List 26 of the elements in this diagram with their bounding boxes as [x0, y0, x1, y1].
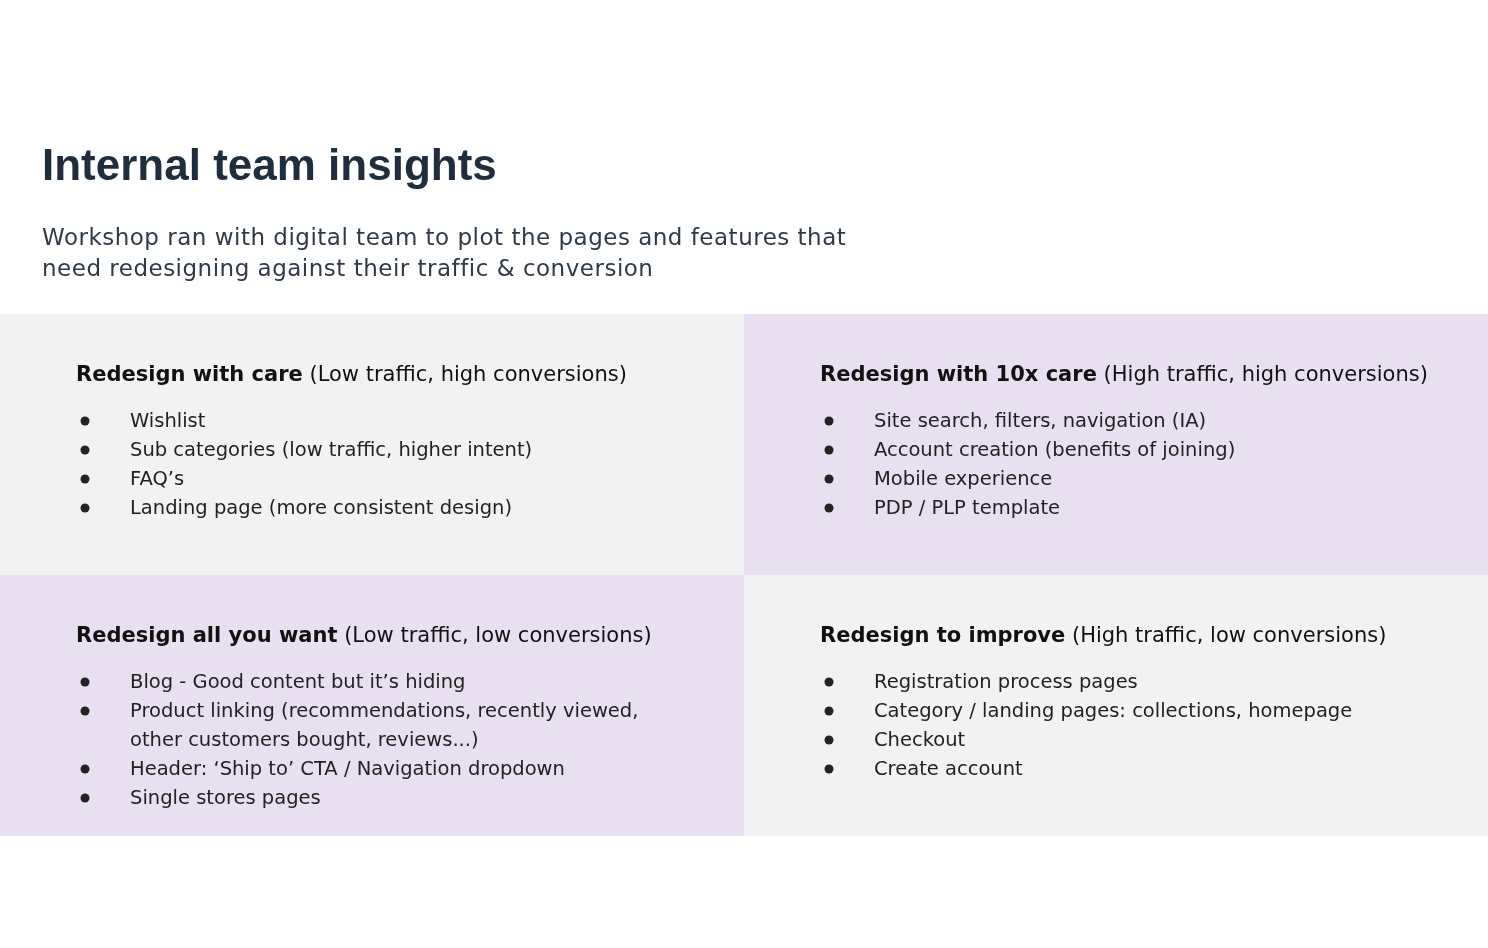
bullet-item: Site search, filters, navigation (IA) — [820, 406, 1207, 435]
bullet-item: Blog - Good content but it’s hiding — [76, 667, 466, 696]
quadrant-panel — [0, 314, 744, 575]
bullet-item: Category / landing pages: collections, homepage — [820, 696, 1353, 725]
quadrant-heading: Redesign to improve (High traffic, low conversions) — [820, 623, 1387, 647]
bullet-item: Landing page (more consistent design) — [76, 493, 512, 522]
quadrant-panel — [744, 575, 1488, 836]
bullet-item: Mobile experience — [820, 464, 1053, 493]
quadrant-panel — [0, 575, 744, 836]
bullet-item: Sub categories (low traffic, higher intent) — [76, 435, 533, 464]
quadrant-heading: Redesign with care (Low traffic, high conversions) — [76, 362, 627, 386]
subtitle: Workshop ran with digital team to plot the pages and features that need redesigning against their traffic & conversion — [42, 223, 848, 283]
bullet-item: PDP / PLP template — [820, 493, 1061, 522]
bullet-item: Header: ‘Ship to’ CTA / Navigation dropdown — [76, 754, 565, 783]
bullet-item: Wishlist — [76, 406, 206, 435]
bullet-item: Account creation (benefits of joining) — [820, 435, 1236, 464]
bullet-item: Single stores pages — [76, 783, 321, 812]
bullet-item: FAQ’s — [76, 464, 185, 493]
bullet-item: Checkout — [820, 725, 966, 754]
title: Internal team insights — [42, 140, 497, 190]
bullet-item: Create account — [820, 754, 1023, 783]
quadrant-heading: Redesign with 10x care (High traffic, high conversions) — [820, 362, 1428, 386]
quadrant-heading: Redesign all you want (Low traffic, low conversions) — [76, 623, 652, 647]
quadrant-panel — [744, 314, 1488, 575]
bullet-item: Registration process pages — [820, 667, 1138, 696]
bullet-item: Product linking (recommendations, recently viewed, other customers bought, reviews...) — [76, 696, 690, 754]
